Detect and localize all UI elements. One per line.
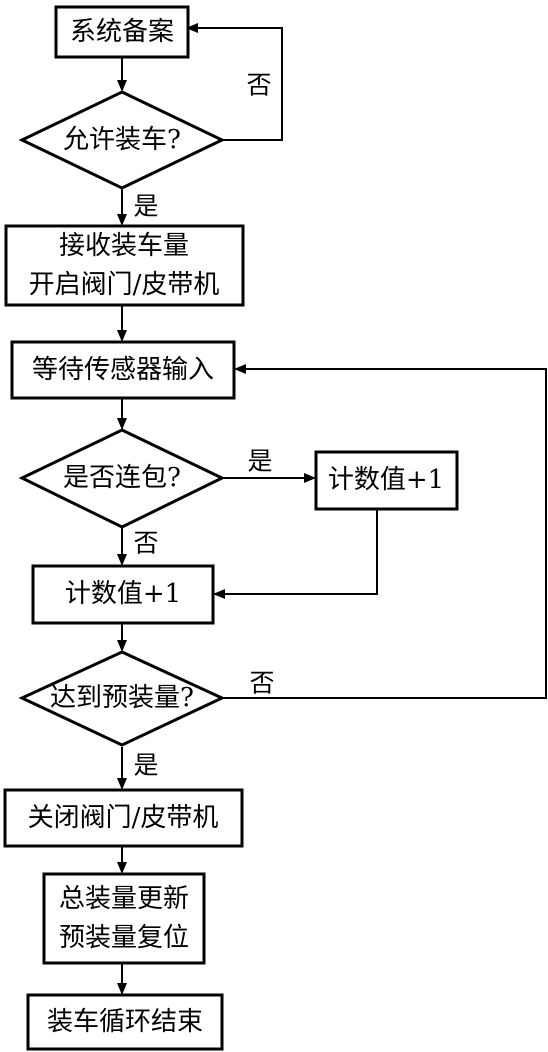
label-loop-end: 装车循环结束: [47, 1007, 203, 1037]
process-close-gate: [3, 788, 244, 848]
label-count-right: 计数值+1: [328, 465, 444, 495]
label-allow-loading: 允许装车?: [63, 125, 181, 155]
label-count-main: 计数值+1: [65, 579, 181, 609]
process-receive-amount: [4, 224, 245, 307]
decision-allow-loading: [18, 90, 226, 190]
arrow-reach-no-loop: [222, 364, 547, 699]
process-wait-sensor: [10, 340, 236, 400]
arrow-allow-no-back: [186, 23, 283, 141]
arrow-right-count-to-main: [213, 509, 378, 599]
decision-consecutive-bags: [18, 428, 226, 529]
decision-reach-preset: [18, 650, 226, 747]
label-update-total: 总装量更新: [59, 884, 189, 914]
label-reset-preset: 预装量复位: [59, 923, 189, 953]
edge-label-bags-no: 否: [133, 529, 158, 558]
label-consecutive-bags: 是否连包?: [63, 463, 181, 493]
edge-label-allow-yes: 是: [133, 192, 158, 221]
label-wait-sensor: 等待传感器输入: [32, 355, 214, 385]
label-open-gate: 开启阀门/皮带机: [29, 270, 220, 300]
connectors: [117, 23, 547, 995]
process-count-main: [31, 564, 215, 625]
process-loop-end: [26, 993, 224, 1051]
process-system-register: [54, 5, 190, 59]
process-count-right: [314, 450, 459, 511]
edge-label-bags-yes: 是: [247, 447, 272, 476]
label-close-gate: 关闭阀门/皮带机: [28, 803, 219, 833]
edge-label-allow-no: 否: [246, 71, 271, 100]
label-system-register: 系统备案: [70, 17, 174, 47]
label-reach-preset: 达到预装量?: [50, 683, 194, 713]
process-update-total: [42, 872, 206, 965]
edge-label-reach-no: 否: [249, 669, 274, 698]
label-receive-amount: 接收装车量: [59, 231, 189, 261]
edge-label-reach-yes: 是: [133, 751, 158, 780]
